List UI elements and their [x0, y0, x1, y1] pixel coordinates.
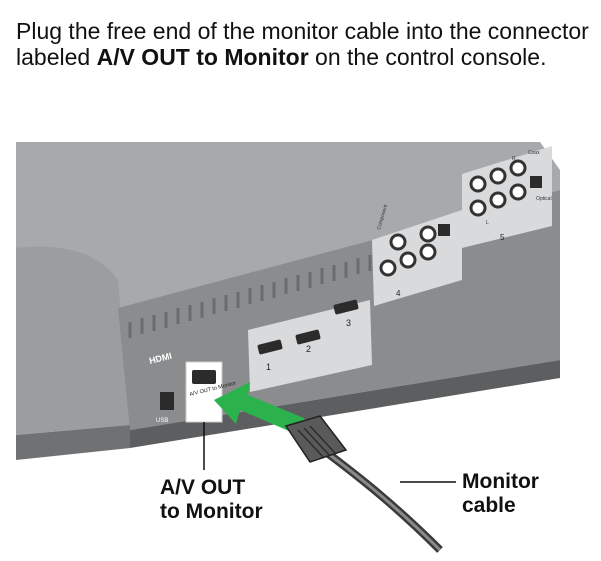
hdmi-input-2[interactable]: [295, 329, 321, 345]
hdmi-input-1-label: 1: [266, 362, 271, 372]
hdmi-input-3[interactable]: [333, 299, 359, 315]
optical-port-4[interactable]: [438, 224, 450, 236]
input-group-5-label: 5: [500, 233, 505, 242]
optical-port-5[interactable]: [530, 176, 542, 188]
av-out-callout-line-1: A/V OUT: [160, 476, 246, 499]
insert-arrow: [214, 382, 304, 434]
jack-label-optical: Optical: [536, 196, 552, 202]
hdmi-input-3-label: 3: [346, 318, 351, 328]
monitor-cable-callout-line-2: cable: [462, 494, 516, 517]
usb-port: [160, 392, 174, 410]
input-group-4-jacks[interactable]: [379, 225, 437, 277]
instruction-connector-name: A/V OUT to Monitor: [96, 44, 309, 70]
input-group-5-jacks[interactable]: [469, 159, 527, 217]
instruction-text: Plug the free end of the monitor cable i…: [16, 18, 591, 70]
input-group-4-label: 4: [396, 289, 401, 298]
console-bottom-edge: [130, 360, 560, 448]
hdmi-input-panel: [248, 300, 372, 392]
usb-label: USB: [156, 418, 168, 424]
input-group-5-panel: [462, 146, 552, 248]
console-front-edge: [16, 425, 130, 460]
hdmi-plug[interactable]: [284, 415, 348, 463]
console-illustration: HDMI USB A/V OUT to Monitor 1 2 3 4 Comp…: [16, 142, 560, 553]
monitor-cable-callout-line-1: Monitor: [462, 470, 539, 493]
instruction-part-2: on the control console.: [308, 44, 547, 70]
av-out-callout-line-2: to Monitor: [160, 500, 263, 523]
console-side: [16, 246, 130, 435]
jack-label-coax: Coax: [528, 150, 540, 156]
jack-label-l: L: [486, 220, 489, 226]
console-top: [16, 142, 560, 335]
hdmi-input-1[interactable]: [257, 339, 283, 355]
hdmi-input-2-label: 2: [306, 344, 311, 354]
jack-label-r: R: [512, 156, 516, 162]
av-out-port[interactable]: [192, 370, 216, 384]
instruction-part-1: Plug the free end of the monitor cable i…: [16, 18, 589, 70]
